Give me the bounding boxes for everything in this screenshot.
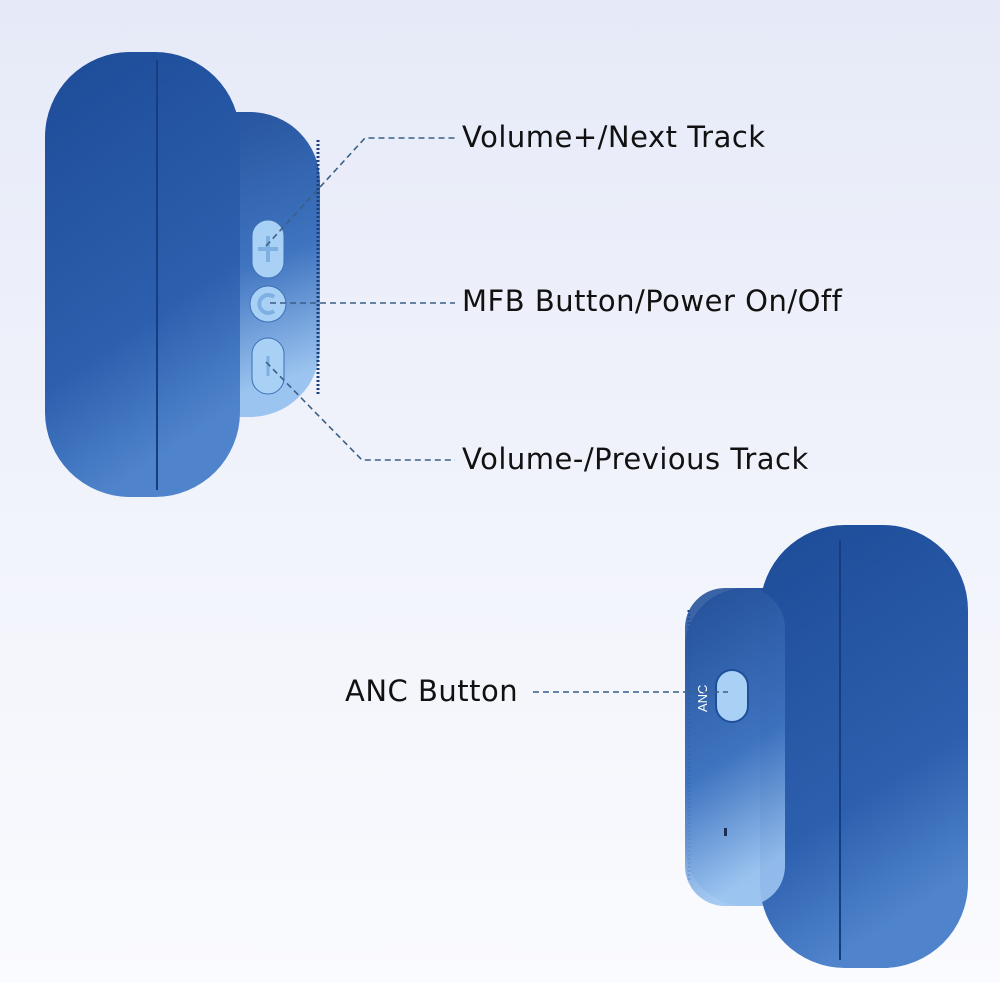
label-volume-down: Volume-/Previous Track: [462, 442, 809, 476]
leader-line-volume-down: [265, 361, 455, 461]
right-earcup: ANC: [685, 525, 968, 968]
label-anc-button: ANC Button: [345, 674, 519, 708]
anc-button-marking: ANC: [695, 685, 710, 712]
earcup-outer-shell: [760, 525, 968, 968]
mfb-power-button: [249, 285, 287, 323]
microphone-hole: [724, 828, 727, 836]
earcup-outer-shell: [45, 52, 240, 497]
label-mfb-button: MFB Button/Power On/Off: [462, 284, 843, 318]
anc-button: [715, 669, 749, 723]
left-earcup: [45, 52, 320, 497]
leader-lines: [265, 137, 728, 693]
label-volume-up: Volume+/Next Track: [462, 120, 766, 154]
power-icon: [257, 293, 276, 315]
